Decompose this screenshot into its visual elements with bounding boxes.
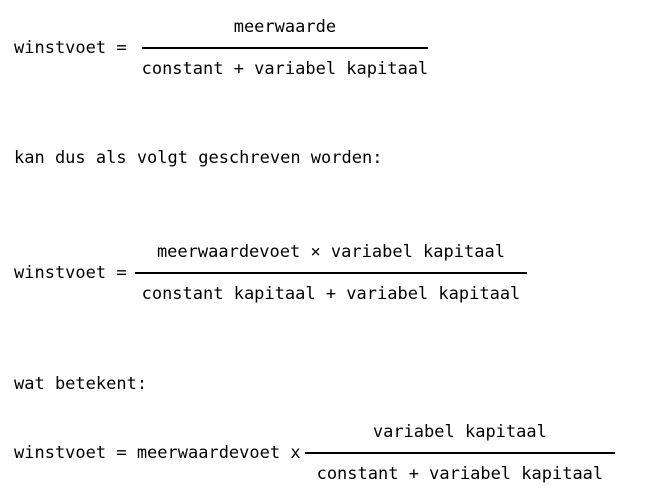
fraction-numerator: variabel kapitaal (372, 422, 547, 442)
fraction-numerator: meerwaarde (233, 17, 337, 37)
fraction-denominator: constant kapitaal + variabel kapitaal (141, 284, 521, 304)
formula-lhs: winstvoet = (14, 263, 127, 283)
fraction-denominator: constant + variabel kapitaal (141, 59, 429, 79)
connecting-sentence: wat betekent: (14, 374, 148, 394)
connecting-sentence: kan dus als volgt geschreven worden: (14, 148, 383, 168)
formula-winstvoet-2: winstvoet = meerwaardevoet × variabel ka… (14, 242, 528, 304)
formula-winstvoet-3: winstvoet = meerwaardevoet x variabel ka… (14, 422, 616, 484)
fraction-bar (304, 452, 616, 454)
fraction-denominator: constant + variabel kapitaal (316, 464, 604, 484)
fraction-bar (141, 47, 429, 49)
formula-winstvoet-1: winstvoet = meerwaarde constant + variab… (14, 17, 429, 79)
fraction: meerwaarde constant + variabel kapitaal (141, 17, 429, 79)
formula-lhs: winstvoet = meerwaardevoet x (14, 443, 301, 463)
fraction-bar (134, 272, 528, 274)
fraction: meerwaardevoet × variabel kapitaal const… (134, 242, 528, 304)
fraction: variabel kapitaal constant + variabel ka… (304, 422, 616, 484)
formula-lhs: winstvoet = (14, 38, 127, 58)
fraction-numerator: meerwaardevoet × variabel kapitaal (156, 242, 505, 262)
